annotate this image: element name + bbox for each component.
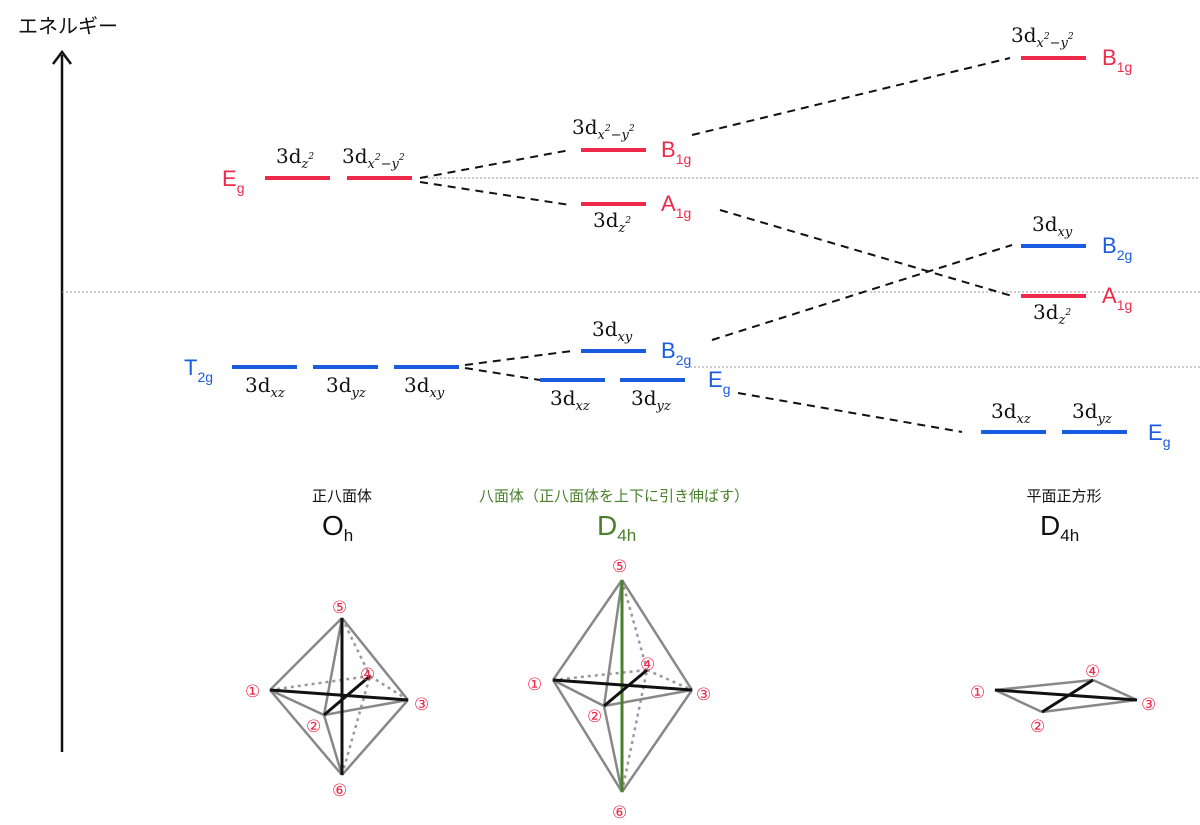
orbital-label: 3dz2 (1033, 300, 1071, 328)
vertex-label: ① (245, 682, 260, 702)
orbital-label: 3dxz (991, 399, 1031, 427)
orbital-label: 3dz2 (276, 144, 314, 172)
term-label: B1g (661, 137, 691, 167)
term-label: B1g (1102, 45, 1132, 75)
orbital-label: 3dxy (1032, 212, 1073, 240)
vertex-label: ⑥ (612, 803, 627, 823)
vertex-label: ② (306, 717, 321, 737)
orbital-label: 3dxy (404, 373, 445, 401)
symbol-oh: Oh (322, 510, 353, 545)
orbital-label: 3dyz (631, 386, 671, 414)
octahedron-d4h-stretched: ① ② ③ ④ ⑤ ⑥ (527, 557, 711, 823)
vertex-label: ③ (414, 695, 429, 715)
correlation-lines (419, 57, 1013, 433)
term-label: B2g (1102, 233, 1132, 263)
vertex-label: ④ (640, 655, 655, 675)
orbital-label: 3dyz (326, 373, 366, 401)
orbital-label: 3dyz (1072, 399, 1112, 427)
orbital-label: 3dx2−y2 (342, 144, 405, 172)
term-label: A1g (661, 191, 691, 221)
energy-axis: エネルギー (18, 14, 118, 752)
orbital-label: 3dx2−y2 (572, 115, 635, 143)
orbital-label: 3dxz (550, 386, 590, 414)
vertex-label: ② (1030, 717, 1045, 737)
orbital-label: 3dx2−y2 (1011, 23, 1074, 51)
octahedron-oh: ① ② ③ ④ ⑤ ⑥ (245, 598, 429, 801)
symbol-d4h-square: D4h (1040, 510, 1079, 545)
vertex-label: ④ (1085, 662, 1100, 682)
orbital-labels: 3dz2 3dx2−y2 3dxz 3dyz 3dxy 3dx2−y2 3dz2… (245, 23, 1112, 427)
term-labels: Eg T2g B1g A1g B2g Eg B1g B2g A1g Eg (184, 45, 1170, 450)
vertex-label: ③ (1141, 695, 1156, 715)
axis-label: エネルギー (18, 14, 118, 38)
term-label: Eg (708, 367, 730, 397)
term-label: B2g (661, 338, 691, 368)
energy-levels (232, 56, 1127, 434)
term-label: T2g (184, 355, 213, 385)
caption-d4h-stretched: 八面体（正八面体を上下に引き伸ばす） (479, 487, 749, 505)
symbol-d4h-stretched: D4h (597, 510, 636, 545)
vertex-label: ② (587, 707, 602, 727)
orbital-label: 3dxz (245, 373, 285, 401)
vertex-label: ③ (696, 685, 711, 705)
vertex-label: ⑥ (332, 781, 347, 801)
vertex-label: ① (527, 675, 542, 695)
orbital-label: 3dxy (592, 317, 633, 345)
vertex-label: ① (970, 683, 985, 703)
term-label: Eg (222, 166, 244, 196)
square-planar-complex: ① ② ③ ④ (970, 662, 1156, 737)
orbital-label: 3dz2 (593, 208, 631, 236)
vertex-label: ⑤ (332, 598, 347, 618)
vertex-label: ④ (360, 665, 375, 685)
vertex-label: ⑤ (612, 557, 627, 577)
column-captions: 正八面体 Oh 八面体（正八面体を上下に引き伸ばす） D4h 平面正方形 D4h (312, 487, 1102, 545)
term-label: Eg (1148, 420, 1170, 450)
term-label: A1g (1102, 283, 1132, 313)
caption-square-planar: 平面正方形 (1026, 487, 1101, 505)
caption-oh: 正八面体 (312, 487, 372, 505)
reference-lines (62, 177, 1200, 368)
